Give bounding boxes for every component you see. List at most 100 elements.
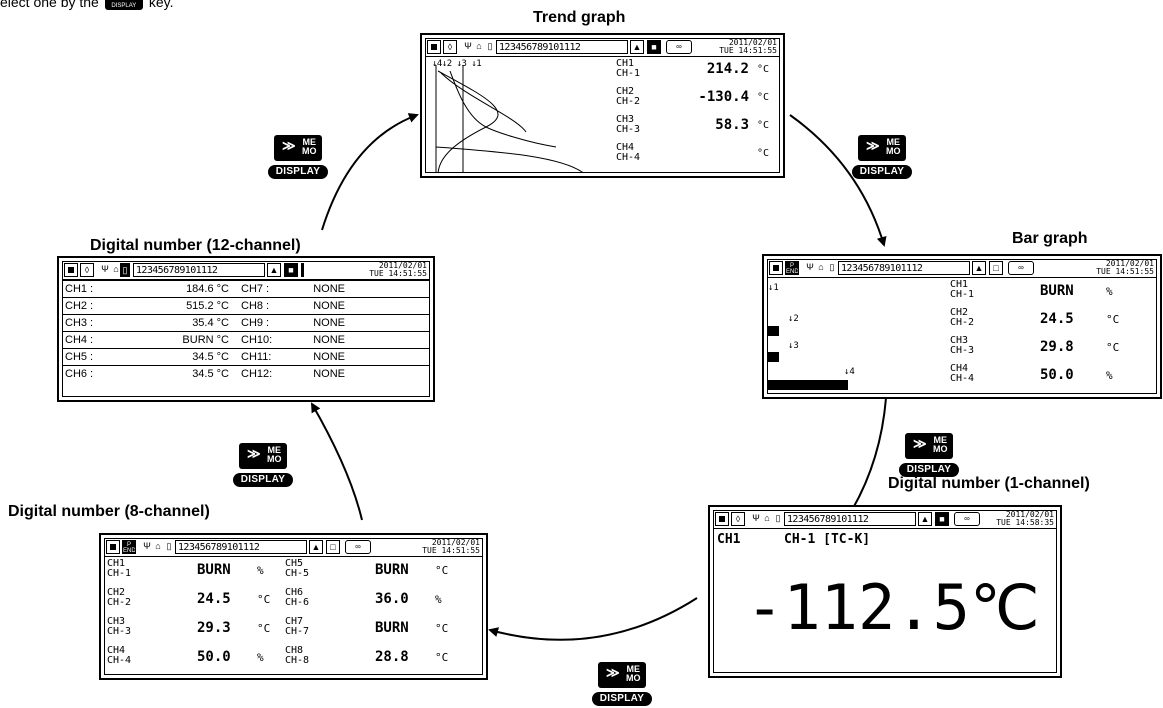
display-key-icon: DISPLAY: [104, 0, 143, 11]
upload-icon: ▲: [972, 261, 986, 275]
dn8-value: BURN: [375, 620, 409, 636]
printer-icon: ⌂: [476, 41, 482, 51]
intro-text-before: elect one by the: [0, 0, 99, 10]
dn12-left-value: 34.5 °C: [192, 351, 229, 363]
display-label: DISPLAY: [899, 463, 959, 477]
unlock-icon: □: [989, 261, 1003, 275]
dn1-screen: ◊ Ψ ⌂ ▯ 123456789101112 ▲ ■ ∞ 2011/02/01…: [708, 505, 1062, 678]
dn8-channel: CH1: [107, 558, 126, 569]
chevron-icon: ≫: [247, 446, 261, 461]
usb-icon: Ψ: [752, 513, 760, 523]
intro-text-after: key.: [148, 0, 174, 10]
trend-channel: CH2: [616, 86, 635, 97]
trend-plot: [435, 65, 583, 172]
dn8-value: 36.0: [375, 591, 409, 607]
dn8-tag: CH-3: [107, 626, 132, 637]
dn12-right-value: NONE: [313, 283, 345, 295]
arrow-dn8-to-dn12: [311, 402, 363, 521]
dn1-value: -112.5℃: [746, 571, 1040, 644]
dn12-left-channel: CH2 :: [65, 300, 94, 312]
trend-graph-screen: ◊ Ψ ⌂ ▯ 123456789101112 ▲ ■ ∞ 2011/02/01…: [420, 33, 785, 178]
chevron-icon: ≫: [606, 665, 620, 680]
battery-icon: ▯: [775, 513, 781, 523]
intro-text: elect one by the DISPLAY key.: [0, 0, 174, 11]
dn12-left-channel: CH3 :: [65, 317, 94, 329]
bar-tag: CH-1: [950, 289, 975, 300]
channel-indicator: 123456789101112: [784, 512, 916, 526]
bar-tag: CH-3: [950, 345, 975, 356]
display-label: DISPLAY: [852, 165, 912, 179]
record-stop-icon: [769, 261, 783, 275]
trend-value: 58.3: [715, 117, 749, 133]
dn8-value: BURN: [197, 562, 231, 578]
trend-tag: CH-1: [616, 68, 641, 79]
dn12-right-value: NONE: [313, 300, 345, 312]
bar-value: BURN: [1040, 283, 1074, 299]
dn12-right-value: NONE: [313, 317, 345, 329]
dn8-value: BURN: [375, 562, 409, 578]
dn8-tag: CH-2: [107, 597, 132, 608]
display-label: DISPLAY: [268, 165, 328, 179]
chevron-icon: ≫: [282, 138, 296, 153]
bar-ch3: [768, 352, 779, 362]
bar-channel: CH3: [950, 335, 969, 346]
battery-icon: ▯: [487, 41, 493, 51]
dn1-channel: CH1: [717, 532, 741, 547]
trend-tag: CH-4: [616, 152, 641, 163]
dn12-row: CH6 : 34.5 °C CH12: NONE: [63, 365, 429, 382]
record-stop-icon: [715, 512, 729, 526]
record-stop-icon: [106, 540, 120, 554]
dn12-right-channel: CH12:: [241, 368, 273, 380]
memory-card-icon: ◊: [80, 263, 94, 277]
trend-unit: °C: [756, 120, 769, 131]
printer-icon: ⌂: [155, 541, 161, 551]
bar-marker-2: ↓2: [788, 314, 799, 324]
comm-icon: ∞: [1008, 261, 1034, 275]
trend-tag: CH-3: [616, 124, 641, 135]
dn8-channel: CH4: [107, 645, 126, 656]
dn1-title: Digital number (1-channel): [888, 475, 1090, 492]
channel-indicator: 123456789101112: [133, 263, 265, 277]
bar-unit: °C: [1106, 313, 1120, 326]
bar-unit: %: [1106, 369, 1113, 382]
dn8-tag: CH-4: [107, 655, 132, 666]
dn12-right-channel: CH10:: [241, 334, 273, 346]
level-icon: [301, 263, 304, 277]
dn8-tag: CH-6: [285, 597, 310, 608]
bar-value: 50.0: [1040, 367, 1074, 383]
channel-indicator: 123456789101112: [496, 40, 628, 54]
dn8-channel: CH7: [285, 616, 304, 627]
dn8-tag: CH-8: [285, 655, 310, 666]
dn12-left-channel: CH6 :: [65, 368, 94, 380]
trend-markers: ↓4↓2 ↓3 ↓1: [432, 59, 482, 69]
trend-value: 214.2: [706, 61, 749, 77]
bar-channel: CH4: [950, 363, 969, 374]
dn12-right-channel: CH7 :: [241, 283, 270, 295]
bar-unit: %: [1106, 285, 1113, 298]
dn1-tag: CH-1 [TC-K]: [784, 532, 871, 547]
bar-marker-3: ↓3: [788, 341, 799, 351]
trend-unit: °C: [756, 64, 769, 75]
dn12-right-value: NONE: [313, 351, 345, 363]
dn12-right-value: NONE: [313, 368, 345, 380]
dn8-channel: CH5: [285, 558, 304, 569]
dn12-left-value: 35.4 °C: [192, 317, 229, 329]
dn8-value: 29.3: [197, 620, 231, 636]
dn8-channel: CH6: [285, 587, 304, 598]
dn8-channel: CH3: [107, 616, 126, 627]
dn8-channel: CH8: [285, 645, 304, 656]
dn12-left-value: 515.2 °C: [186, 300, 229, 312]
dn12-left-value: 34.5 °C: [192, 368, 229, 380]
